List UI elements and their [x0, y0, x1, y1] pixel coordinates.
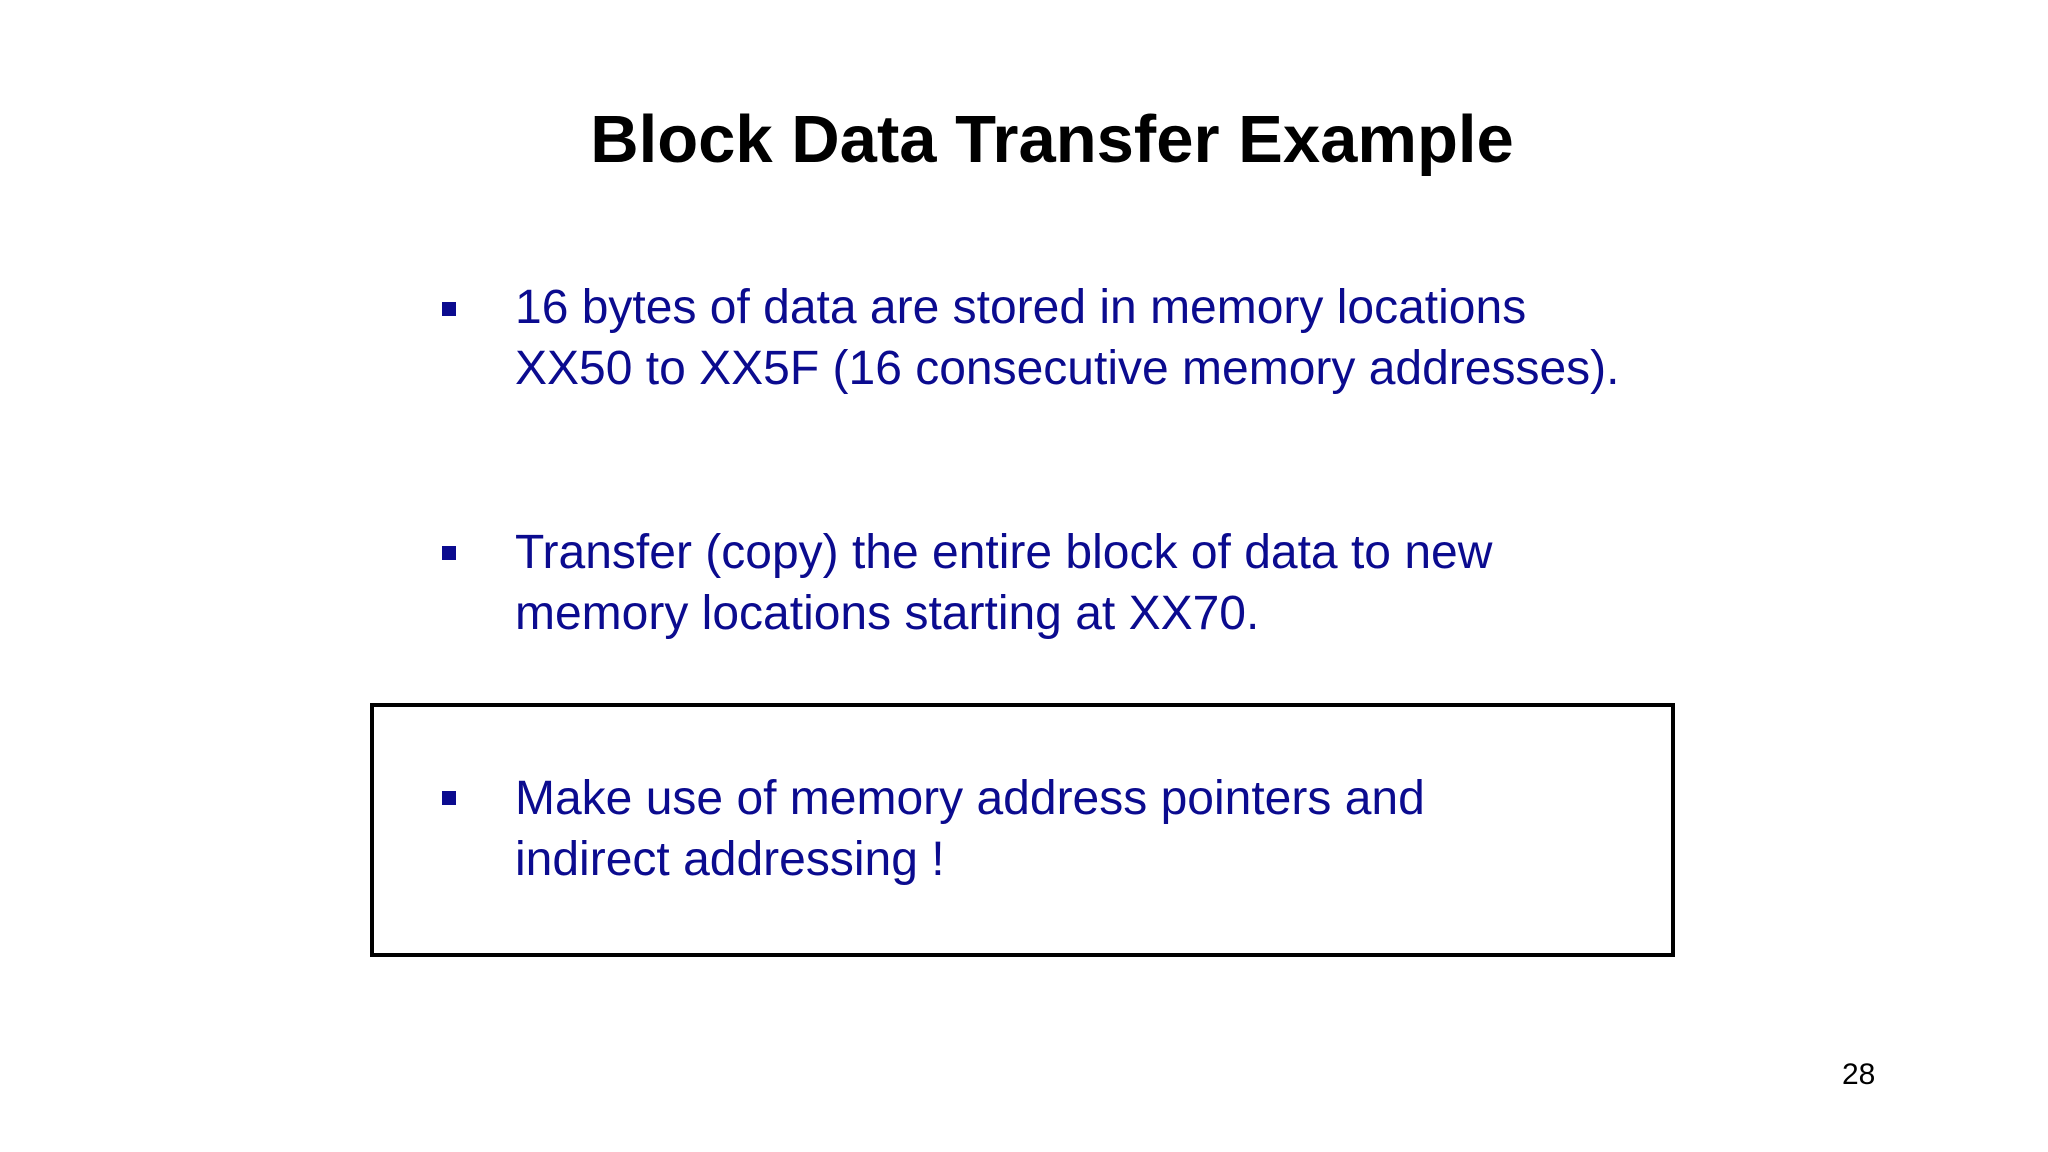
page-number: 28: [1842, 1058, 1876, 1091]
bullet-line: 16 bytes of data are stored in memory lo…: [515, 281, 1527, 334]
bullet-text: Transfer (copy) the entire block of data…: [515, 522, 1492, 644]
bullet-line: Make use of memory address pointers and: [515, 772, 1425, 825]
bullet-line: XX50 to XX5F (16 consecutive memory addr…: [515, 342, 1620, 395]
highlight-box: [370, 703, 1675, 957]
bullet-line: Transfer (copy) the entire block of data…: [515, 526, 1493, 579]
bullet-text: 16 bytes of data are stored in memory lo…: [515, 277, 1620, 399]
bullet-line: indirect addressing !: [515, 833, 945, 886]
bullet-line: memory locations starting at XX70.: [515, 587, 1260, 640]
slide-title: Block Data Transfer Example: [590, 102, 1514, 177]
bullet-square-icon: [442, 791, 456, 805]
bullet-text: Make use of memory address pointers and …: [515, 768, 1425, 890]
bullet-square-icon: [442, 302, 456, 316]
bullet-square-icon: [442, 546, 456, 560]
